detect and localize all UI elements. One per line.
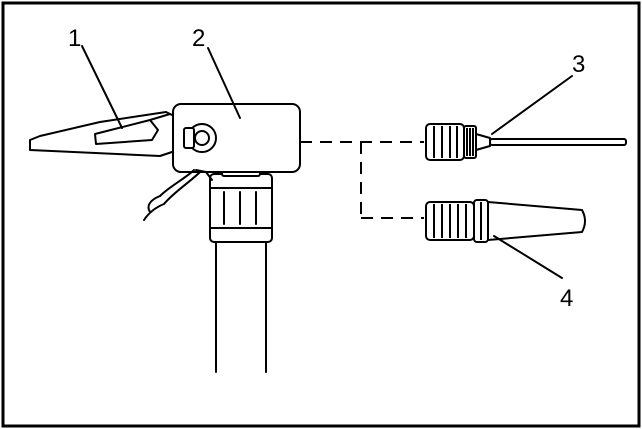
callout-3-label: 3 bbox=[572, 51, 585, 78]
needle-adapter bbox=[425, 123, 627, 161]
leader-lines bbox=[81, 45, 573, 279]
air-hose bbox=[215, 235, 267, 373]
lever-handle bbox=[29, 111, 179, 157]
callout-1-label: 1 bbox=[68, 25, 81, 52]
hose-collar bbox=[209, 165, 273, 243]
chuck-head bbox=[172, 103, 301, 173]
wire-clip bbox=[143, 169, 213, 221]
nozzle-adapter bbox=[425, 199, 586, 243]
callout-4-label: 4 bbox=[560, 285, 573, 312]
callout-2-label: 2 bbox=[192, 25, 205, 52]
connection-lines bbox=[300, 141, 424, 219]
